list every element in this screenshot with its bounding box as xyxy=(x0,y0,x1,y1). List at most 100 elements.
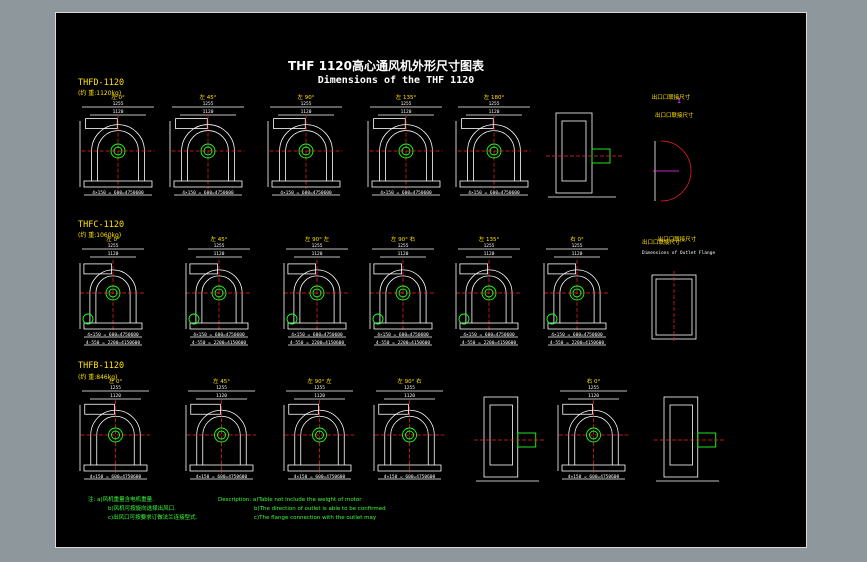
flange-arc xyxy=(660,140,692,202)
note-cn-3: c)出风口可按要求订做法兰连接型式. xyxy=(108,513,198,521)
position-label: 左 0° xyxy=(106,235,120,243)
motor-hub xyxy=(572,288,582,298)
position-label: 右 0° xyxy=(587,377,601,385)
motor-hub xyxy=(113,146,123,156)
motor-hub-outer xyxy=(586,427,601,443)
dimension-text: 1255 xyxy=(484,243,495,249)
position-label: 左 180° xyxy=(484,93,505,101)
dimension-text: 4×150 = 600=4750600 xyxy=(377,332,429,338)
dimension-text: 1120 xyxy=(314,393,325,399)
motor-hub-outer xyxy=(486,143,502,159)
motor-hub xyxy=(405,430,414,440)
drawing-b-4 xyxy=(474,396,545,482)
position-label: 左 0° xyxy=(111,93,125,101)
dimension-text: 1255 xyxy=(301,101,312,107)
dimension-text: 1255 xyxy=(108,243,119,249)
drawing-b-6 xyxy=(654,396,725,482)
title-cn: THF 1120高心通风机外形尺寸图表 xyxy=(288,58,485,73)
dimension-text: 4-550 = 2200=4150600 xyxy=(290,340,344,346)
fan-housing-inner xyxy=(300,415,339,465)
dimension-text: 1120 xyxy=(110,393,121,399)
fan-housing xyxy=(293,269,341,323)
outlet xyxy=(378,403,409,415)
motor-pulley xyxy=(372,313,384,325)
outlet xyxy=(175,118,208,129)
fan-housing-inner xyxy=(385,130,427,181)
outlet xyxy=(373,118,406,129)
fan-housing xyxy=(568,409,619,465)
section-name-b: THFB-1120 xyxy=(78,361,124,371)
motor-hub xyxy=(398,288,408,298)
fan-housing xyxy=(90,409,141,465)
motor-pulley xyxy=(546,313,558,325)
note-cn-2: b)风机可按旋向选择出风口. xyxy=(108,504,176,512)
base-frame xyxy=(287,322,347,330)
motor-hub xyxy=(589,430,598,440)
fan-housing-inner xyxy=(390,415,429,465)
base-frame xyxy=(547,322,607,330)
outlet xyxy=(459,263,489,275)
motor xyxy=(697,432,717,448)
fan-housing-inner xyxy=(202,415,241,465)
motor-hub xyxy=(111,430,120,440)
fan-housing-inner xyxy=(187,130,229,181)
motor-hub-outer xyxy=(395,285,411,301)
dimension-text: 1255 xyxy=(489,101,500,107)
dimension-text: 4×150 = 600=4750600 xyxy=(92,190,144,196)
motor-pulley xyxy=(82,313,94,325)
dimension-text: 4×150 = 600=4750600 xyxy=(294,474,346,480)
dimension-text: 1120 xyxy=(203,109,214,115)
outlet xyxy=(461,118,494,129)
fan-housing-inner xyxy=(96,415,135,465)
base-frame xyxy=(83,464,148,472)
dimension-text: 1120 xyxy=(572,251,583,257)
outlet xyxy=(287,263,317,275)
motor-hub xyxy=(315,430,324,440)
base-frame xyxy=(373,322,433,330)
dimension-text: 1255 xyxy=(113,101,124,107)
position-label: 左 90° xyxy=(298,93,315,101)
outlet xyxy=(547,263,577,275)
fan-housing xyxy=(196,409,247,465)
dimension-text: 1120 xyxy=(113,109,124,115)
base-frame xyxy=(371,180,441,188)
fan-housing-inner xyxy=(574,415,613,465)
motor-hub-outer xyxy=(312,427,327,443)
side-view-inner xyxy=(669,404,693,466)
base-frame xyxy=(459,180,529,188)
drawing-d-6: 出口口联接尺寸 xyxy=(652,93,692,202)
base-frame xyxy=(287,464,352,472)
motor-hub xyxy=(203,146,213,156)
motor-hub xyxy=(301,146,311,156)
dimension-text: 4×150 = 600=4750600 xyxy=(463,332,515,338)
position-label: 右 0° xyxy=(570,235,584,243)
fan-housing xyxy=(195,269,243,323)
position-label: 左 90° 右 xyxy=(391,235,416,243)
dimension-text: 4×150 = 600=4750600 xyxy=(182,190,234,196)
position-label: 左 135° xyxy=(396,93,417,101)
fan-housing-inner xyxy=(285,130,327,181)
outlet xyxy=(84,403,115,415)
fan-housing xyxy=(553,269,601,323)
dimension-text: 1120 xyxy=(398,251,409,257)
motor-hub-outer xyxy=(398,143,414,159)
motor-hub xyxy=(401,146,411,156)
motor-hub xyxy=(108,288,118,298)
dimension-text: 4×150 = 600=4750600 xyxy=(291,332,343,338)
dimension-text: 1255 xyxy=(398,243,409,249)
base-frame xyxy=(377,464,442,472)
dimension-text: 4×150 = 600=4750600 xyxy=(384,474,436,480)
side-view-inner xyxy=(561,120,587,182)
position-label: 左 0° xyxy=(109,377,123,385)
motor-pulley xyxy=(286,313,298,325)
